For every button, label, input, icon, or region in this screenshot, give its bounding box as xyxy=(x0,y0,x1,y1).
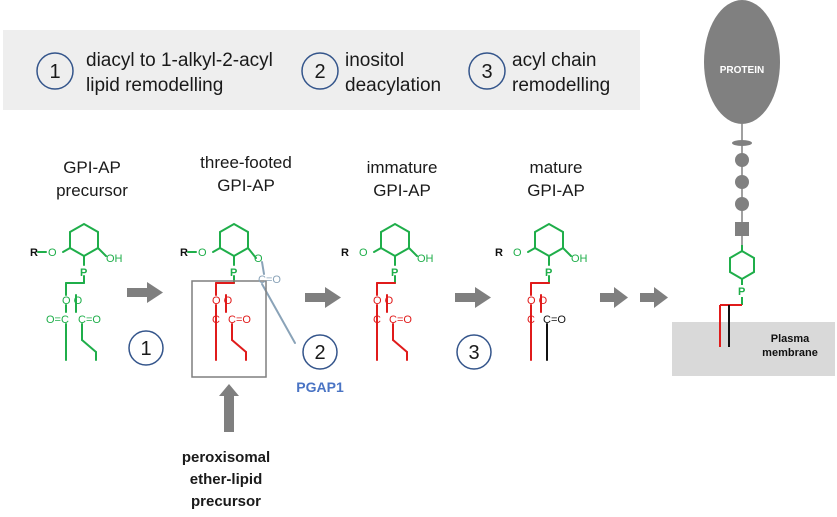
mol2-ester-O: O O xyxy=(212,295,233,307)
legend-step-3: 3 acyl chain remodelling xyxy=(468,50,610,96)
legend-step-1-line2: lipid remodelling xyxy=(86,75,223,96)
step-marker-1: 1 xyxy=(140,338,151,360)
mol4-R: R xyxy=(495,247,503,259)
legend-circle-3 xyxy=(468,52,506,90)
peroxisomal-line2: ether-lipid xyxy=(190,471,263,488)
mol3-ester-O: O O xyxy=(373,295,394,307)
stage-4-title-line1: mature xyxy=(530,158,583,177)
stage-3-title-line1: immature xyxy=(367,158,438,177)
mol1-ester-O: O O xyxy=(62,295,83,307)
mol1-OC: O=C xyxy=(46,314,69,326)
legend-step-1-line1: diacyl to 1-alkyl-2-acyl xyxy=(86,50,273,71)
legend-num-1: 1 xyxy=(49,61,60,83)
arrow-5 xyxy=(640,287,668,308)
mol2-CO: C=O xyxy=(228,314,251,326)
enzyme-pgap1: PGAP1 xyxy=(296,379,344,395)
arrow-1 xyxy=(127,282,163,303)
mol3-C: C xyxy=(373,314,381,326)
membrane-label-line2: membrane xyxy=(762,347,818,359)
stage-1-title-line1: GPI-AP xyxy=(63,158,121,177)
peroxisomal-line3: precursor xyxy=(191,493,261,510)
mol4-C: C xyxy=(527,314,535,326)
mol3-CO: C=O xyxy=(389,314,412,326)
stage-1-title-line2: precursor xyxy=(56,181,128,200)
mol3-P: P xyxy=(391,267,398,279)
mol4-O: O xyxy=(513,247,522,259)
mol2-O: O xyxy=(198,247,207,259)
molecule-immature xyxy=(373,222,418,361)
mol2-R: R xyxy=(180,247,188,259)
step-marker-3: 3 xyxy=(468,342,479,364)
molecule-three-footed xyxy=(187,222,296,378)
protein-ellipse xyxy=(704,0,780,124)
peroxisomal-line1: peroxisomal xyxy=(182,449,270,466)
legend-step-3-line2: remodelling xyxy=(512,75,610,96)
step-marker-2: 2 xyxy=(314,342,325,364)
legend-circle-2 xyxy=(301,52,339,90)
legend-step-2-line1: inositol xyxy=(345,50,404,71)
mol4-OH: OH xyxy=(571,253,588,265)
stage-2-title-line2: GPI-AP xyxy=(217,176,275,195)
molecule-precursor xyxy=(37,222,107,361)
arrow-3 xyxy=(455,287,491,308)
legend-step-2-line2: deacylation xyxy=(345,75,441,96)
mol3-OH: OH xyxy=(417,253,434,265)
mol4-P: P xyxy=(545,267,552,279)
step-marker-circle-3 xyxy=(456,334,492,370)
mol3-O: O xyxy=(359,247,368,259)
mol1-O: O xyxy=(48,247,57,259)
molecule-mature xyxy=(527,222,572,361)
mol2-O2: O xyxy=(254,253,263,265)
step-marker-circle-2 xyxy=(302,334,338,370)
step-marker-circle-1 xyxy=(128,330,164,366)
legend-num-3: 3 xyxy=(481,61,492,83)
legend-step-2: 2 inositol deacylation xyxy=(301,50,441,96)
membrane-label-line1: Plasma xyxy=(771,333,810,345)
mol1-R: R xyxy=(30,247,38,259)
mol2-C: C xyxy=(212,314,220,326)
legend-num-2: 2 xyxy=(314,61,325,83)
legend-step-1: 1 diacyl to 1-alkyl-2-acyl lipid remodel… xyxy=(36,50,273,96)
mol1-P: P xyxy=(80,267,87,279)
mol4-CO: C=O xyxy=(543,314,566,326)
mol1-CO: C=O xyxy=(78,314,101,326)
protein-label: PROTEIN xyxy=(720,65,764,76)
stage-3-title-line2: GPI-AP xyxy=(373,181,431,200)
mol2-P: P xyxy=(230,267,237,279)
stage-4-title-line2: GPI-AP xyxy=(527,181,585,200)
mol4-ester-O: O O xyxy=(527,295,548,307)
legend-panel xyxy=(3,30,640,110)
mol3-R: R xyxy=(341,247,349,259)
up-arrow xyxy=(219,384,239,432)
anchor-P: P xyxy=(738,286,745,298)
arrow-4 xyxy=(600,287,628,308)
arrow-2 xyxy=(305,287,341,308)
plasma-membrane xyxy=(672,322,835,376)
legend-step-3-line1: acyl chain xyxy=(512,50,597,71)
stage-2-title-line1: three-footed xyxy=(200,153,292,172)
legend-circle-1 xyxy=(36,52,74,90)
gpi-anchored-protein xyxy=(704,0,780,347)
mol2-inositol-acyl: C=O xyxy=(258,274,281,286)
mol1-OH: OH xyxy=(106,253,123,265)
